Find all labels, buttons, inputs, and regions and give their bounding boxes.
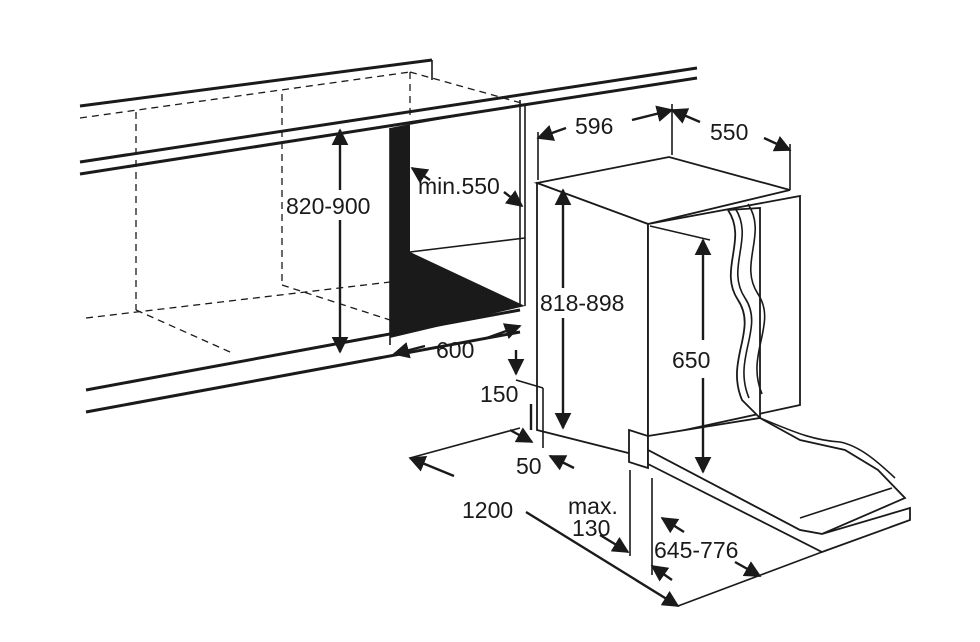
label-plinth-offset: 50	[516, 453, 542, 479]
plinth	[515, 379, 649, 470]
label-niche-depth: 600	[436, 337, 474, 363]
label-door-clearance: 645-776	[654, 537, 738, 563]
label-plinth-height: 150	[480, 381, 518, 407]
label-max-protrusion-line2: 130	[572, 515, 610, 541]
label-niche-height: 820-900	[286, 193, 370, 219]
dimension-lines	[331, 104, 823, 608]
label-door-length: 1200	[462, 497, 513, 523]
label-panel-height: 650	[672, 347, 710, 373]
label-appliance-width: 596	[575, 113, 613, 139]
appliance-body	[533, 156, 801, 460]
open-door	[647, 417, 911, 553]
niche-opening	[389, 100, 526, 345]
label-appliance-depth: 550	[710, 119, 748, 145]
label-min-depth: min.550	[418, 173, 500, 199]
worktop	[79, 58, 698, 176]
label-appliance-height: 818-898	[540, 290, 624, 316]
label-max-protrusion-line1: max.	[568, 493, 618, 519]
